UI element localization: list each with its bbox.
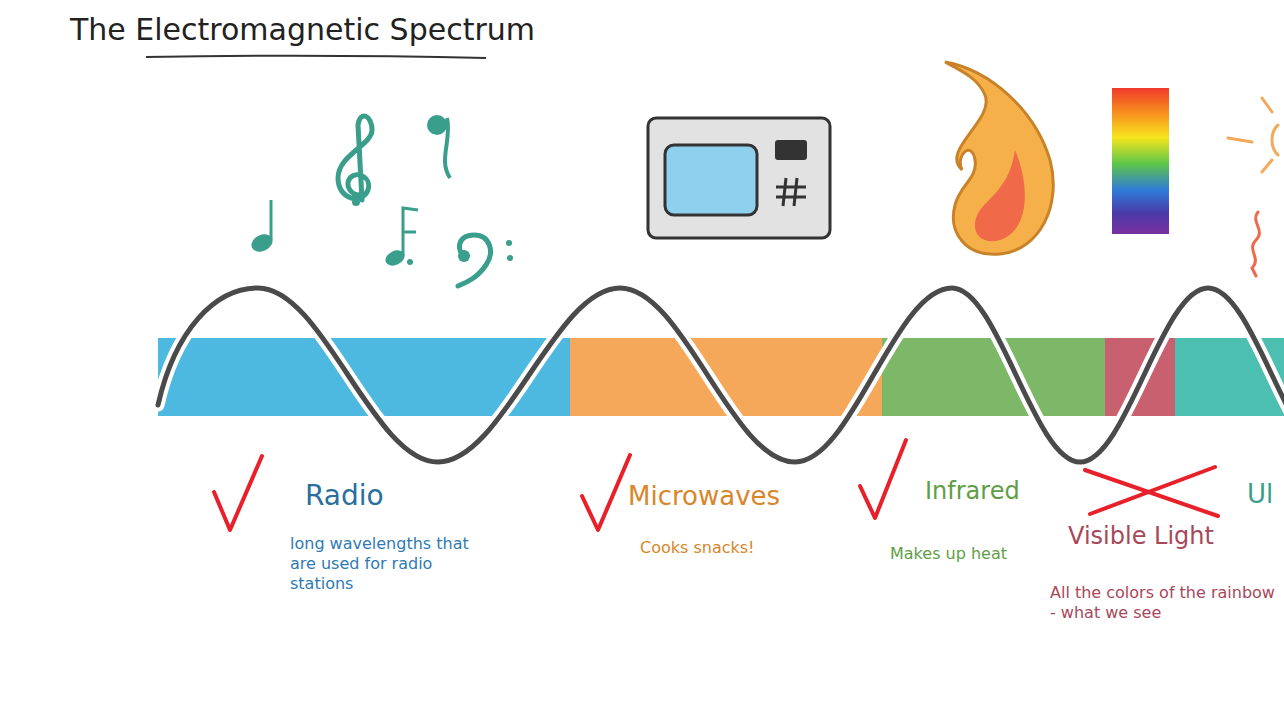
note-head bbox=[427, 115, 447, 135]
wave-outline bbox=[158, 288, 1284, 462]
sun-ray bbox=[1228, 138, 1252, 142]
uv-squiggle bbox=[1252, 212, 1259, 276]
clef-dot bbox=[506, 240, 512, 246]
region-description: Cooks snacks! bbox=[640, 538, 755, 558]
region-description: Makes up heat bbox=[890, 544, 1007, 564]
spectrum-region: MicrowavesCooks snacks! bbox=[570, 338, 882, 668]
check-mark bbox=[214, 456, 262, 530]
spectrum-region: Radio long wavelengths that are used for … bbox=[158, 338, 570, 668]
clef-dot bbox=[352, 198, 360, 206]
title-underline bbox=[146, 56, 486, 58]
diagram-title: The Electromagnetic Spectrum bbox=[70, 12, 535, 47]
music-notes bbox=[249, 115, 513, 286]
clef-dot bbox=[507, 255, 513, 261]
region-description: long wavelengths that are used for radio… bbox=[290, 534, 470, 594]
microwave-window bbox=[665, 145, 757, 215]
note-stem bbox=[403, 208, 418, 256]
sun-icon bbox=[1228, 98, 1278, 172]
spectrum-region: Ul bbox=[1175, 338, 1284, 668]
bass-clef bbox=[458, 235, 490, 286]
region-heading: Infrared bbox=[925, 476, 1020, 506]
wave-line bbox=[158, 288, 1284, 462]
wave bbox=[158, 288, 1284, 462]
check-mark bbox=[860, 440, 906, 518]
microwave-display bbox=[775, 140, 807, 160]
microwave-body bbox=[648, 118, 830, 238]
marks bbox=[214, 440, 1218, 530]
region-heading: Visible Light bbox=[1068, 521, 1214, 551]
treble-clef bbox=[338, 116, 372, 200]
flame-outer bbox=[945, 62, 1053, 254]
cross-mark bbox=[1090, 467, 1215, 514]
flame-icon bbox=[945, 62, 1053, 254]
region-heading: Microwaves bbox=[628, 480, 780, 513]
sun-ray bbox=[1262, 98, 1272, 112]
microwave-icon bbox=[648, 118, 830, 238]
note-dot bbox=[407, 259, 413, 265]
rainbow-bar bbox=[1112, 88, 1169, 234]
region-heading: Ul bbox=[1247, 478, 1273, 511]
sun-edge bbox=[1272, 125, 1278, 155]
region-heading: Radio bbox=[305, 478, 384, 513]
note-stem bbox=[270, 200, 273, 240]
sun-ray bbox=[1262, 160, 1272, 172]
clef-head bbox=[458, 250, 470, 262]
infrared-band bbox=[882, 338, 1105, 416]
check-mark bbox=[582, 455, 630, 530]
flame-inner bbox=[975, 150, 1025, 241]
note-stem bbox=[445, 118, 450, 178]
region-description: All the colors of the rainbow - what we … bbox=[1050, 583, 1275, 623]
microwave-keypad bbox=[776, 178, 806, 206]
